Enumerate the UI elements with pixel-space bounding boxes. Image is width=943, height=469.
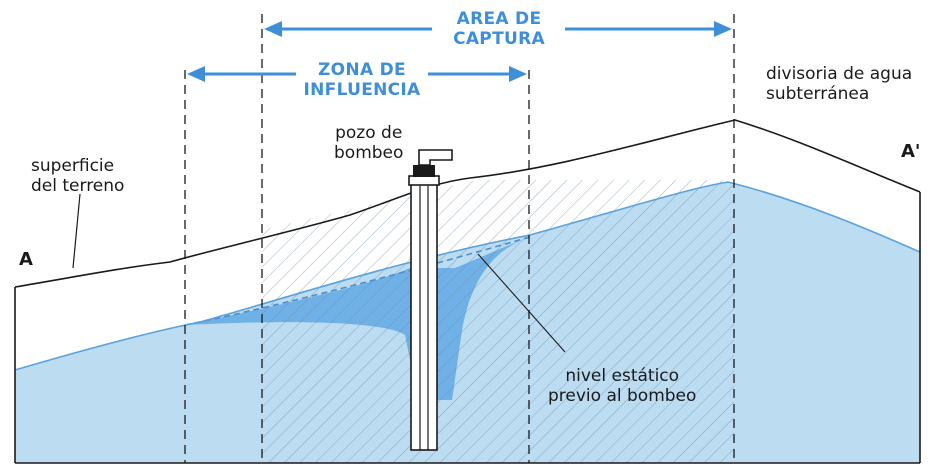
pumping-well [408,149,453,451]
static-level-label-line2: previo al bombeo [548,386,697,406]
static-level-label: nivel estático previo al bombeo [548,366,696,406]
static-level-label-line1: nivel estático [565,366,680,386]
capture-area-label-line1: AREA DE [456,9,542,29]
capture-zone-hatch [262,180,734,463]
capture-zone-arrow [264,21,732,37]
water-table-line [14,181,921,371]
section-point-a: A [19,249,33,270]
influence-zone-label: ZONA DE INFLUENCIA [296,60,428,100]
surface-leader-line [72,193,81,269]
capture-area-label-line2: CAPTURA [453,29,545,49]
groundwater-divide-label: divisoria de agua subterránea [766,64,912,104]
ground-surface-label-line1: superficie [31,156,115,176]
capture-area-label: AREA DE CAPTURA [436,9,562,49]
influence-zone-label-line1: ZONA DE [318,60,406,80]
ground-surface-label: superficie del terreno [31,156,124,196]
pumping-well-label-line2: bombeo [334,143,404,163]
influence-zone-arrow [187,66,527,82]
influence-zone-label-line2: INFLUENCIA [303,80,421,100]
static-level-line [184,236,531,326]
pumping-well-label-line1: pozo de [335,123,403,143]
section-point-a-prime: A' [901,141,921,162]
ground-surface-label-line2: del terreno [31,176,125,196]
groundwater-divide-label-line1: divisoria de agua [766,64,913,84]
pumping-well-label: pozo de bombeo [334,123,403,163]
groundwater-divide-label-line2: subterránea [766,84,870,104]
static-level-leader-line [477,253,566,353]
